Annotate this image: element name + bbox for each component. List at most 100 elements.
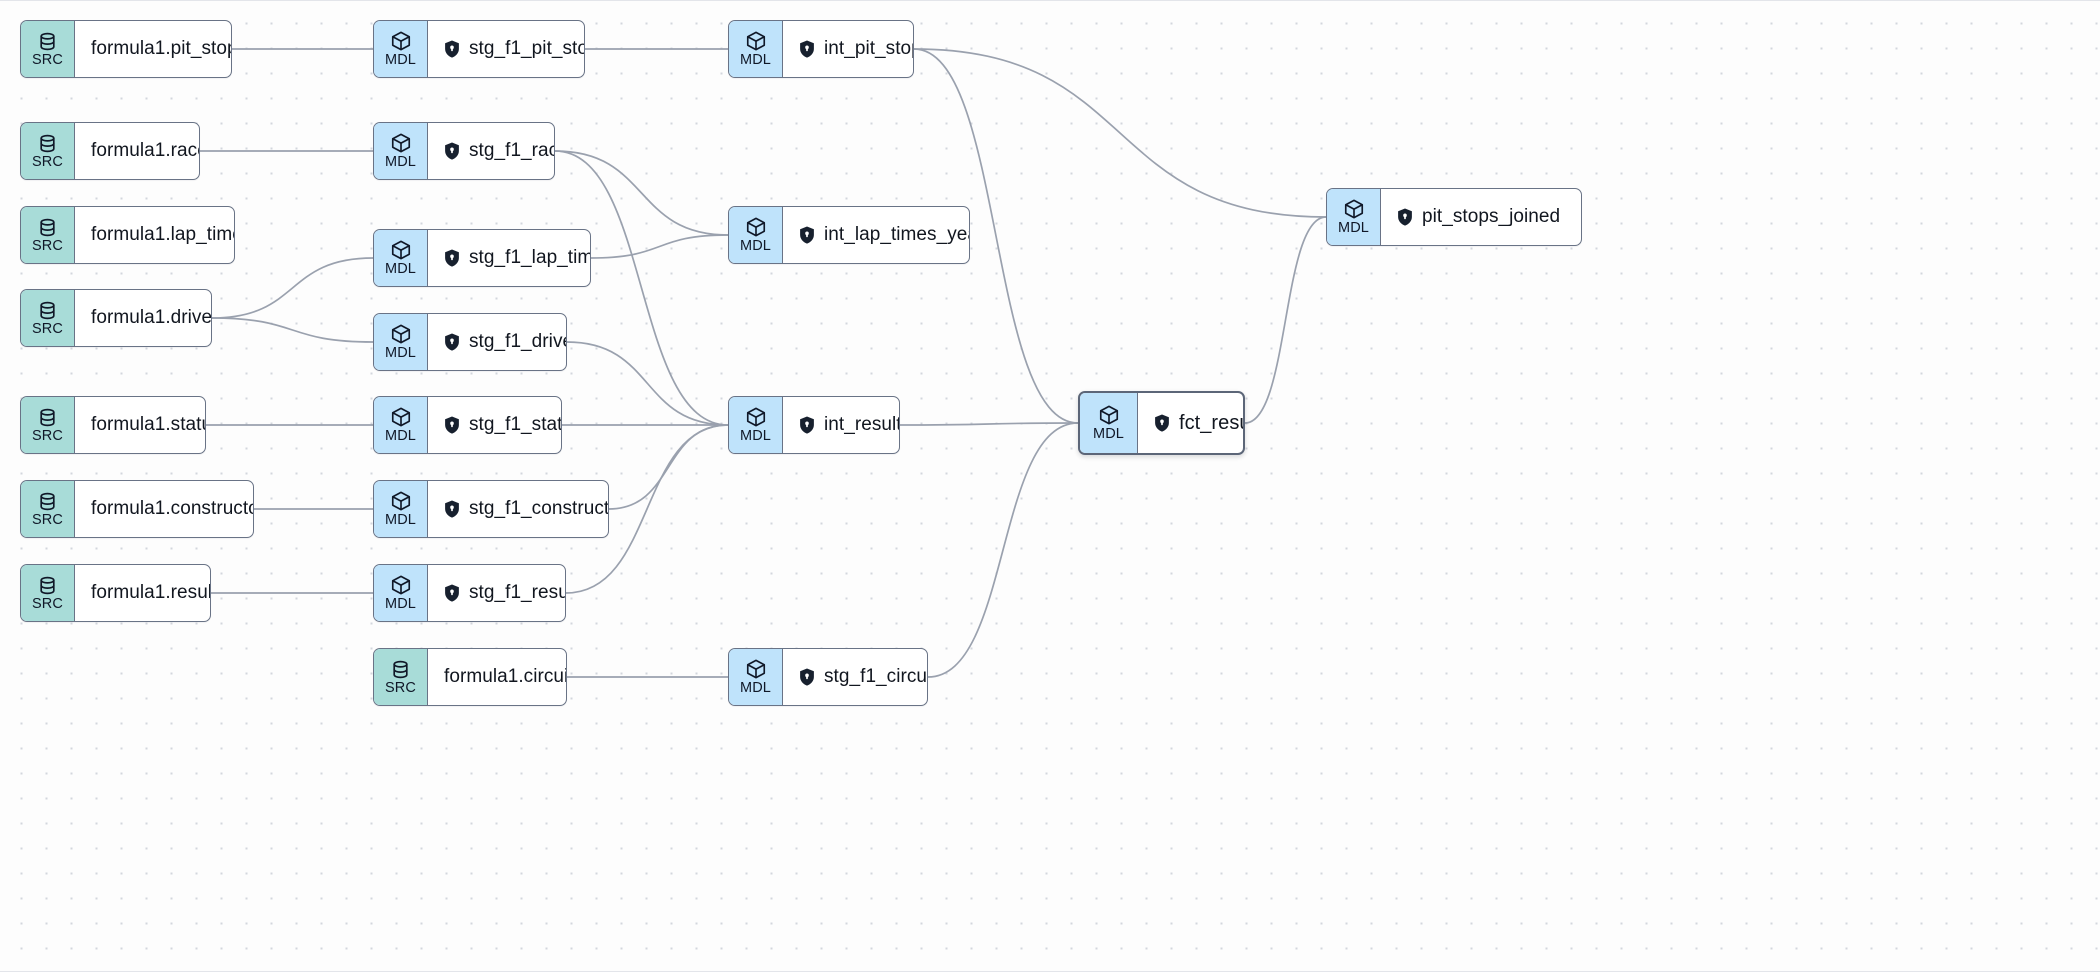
edge-int_pit_stops-to-pit_stops_joined	[913, 48, 1327, 218]
node-stg_results[interactable]: MDL stg_f1_results	[373, 564, 566, 622]
cube-icon	[1343, 198, 1365, 220]
model-type-badge: MDL	[729, 21, 783, 77]
node-type-label: SRC	[32, 427, 63, 444]
shield-lock-icon	[444, 500, 460, 518]
database-icon	[37, 31, 58, 52]
cube-icon	[745, 30, 767, 52]
source-type-badge: SRC	[21, 481, 75, 537]
edge-src_drivers-to-stg_drivers	[211, 317, 374, 343]
edge-fct_results-to-pit_stops_joined	[1244, 216, 1327, 424]
model-type-badge: MDL	[1080, 393, 1138, 453]
node-stg_status[interactable]: MDL stg_f1_status	[373, 396, 562, 454]
model-type-badge: MDL	[374, 21, 428, 77]
cube-icon	[390, 490, 412, 512]
node-body: formula1.results	[75, 565, 211, 621]
node-type-label: SRC	[32, 153, 63, 170]
node-fct_results[interactable]: MDL fct_results	[1078, 391, 1245, 455]
model-type-badge: MDL	[1327, 189, 1381, 245]
node-type-label: MDL	[385, 428, 416, 445]
edge-stg_races-to-int_lap_times_years	[554, 150, 729, 236]
edge-int_results-to-fct_results	[899, 422, 1079, 426]
shield-lock-icon	[444, 416, 460, 434]
model-type-badge: MDL	[729, 207, 783, 263]
node-body: formula1.drivers	[75, 290, 212, 346]
node-type-label: SRC	[385, 679, 416, 696]
database-icon	[37, 217, 58, 238]
shield-lock-icon	[799, 416, 815, 434]
node-stg_circuits[interactable]: MDL stg_f1_circuits	[728, 648, 928, 706]
node-body: pit_stops_joined	[1381, 189, 1581, 245]
node-src_circuits[interactable]: SRC formula1.circuits	[373, 648, 567, 706]
node-src_races[interactable]: SRC formula1.races	[20, 122, 200, 180]
node-type-label: SRC	[32, 237, 63, 254]
node-body: stg_f1_lap_times	[428, 230, 590, 286]
database-icon	[37, 491, 58, 512]
model-type-badge: MDL	[374, 397, 428, 453]
node-type-label: SRC	[32, 595, 63, 612]
node-type-label: MDL	[385, 154, 416, 171]
edge-stg_lap_times-to-int_lap_times_years	[590, 234, 729, 259]
model-type-badge: MDL	[729, 649, 783, 705]
edge-stg_drivers-to-int_results	[566, 341, 729, 426]
cube-icon	[390, 323, 412, 345]
node-type-label: MDL	[740, 680, 771, 697]
node-label: fct_results	[1179, 411, 1243, 434]
node-label: stg_f1_drivers	[469, 331, 566, 352]
node-type-label: SRC	[32, 51, 63, 68]
node-label: stg_f1_constructors	[469, 498, 609, 519]
source-type-badge: SRC	[21, 565, 75, 621]
shield-lock-icon	[444, 333, 460, 351]
node-type-label: SRC	[32, 320, 63, 337]
source-type-badge: SRC	[374, 649, 428, 705]
edge-stg_circuits-to-fct_results	[927, 422, 1079, 678]
node-type-label: MDL	[740, 428, 771, 445]
node-label: stg_f1_results	[469, 582, 565, 603]
node-stg_drivers[interactable]: MDL stg_f1_drivers	[373, 313, 567, 371]
node-body: formula1.circuits	[428, 649, 566, 705]
model-type-badge: MDL	[374, 230, 428, 286]
shield-lock-icon	[444, 142, 460, 160]
node-type-label: SRC	[32, 511, 63, 528]
cube-icon	[745, 658, 767, 680]
node-body: stg_f1_results	[428, 565, 565, 621]
node-src_status[interactable]: SRC formula1.status	[20, 396, 206, 454]
node-src_constructors[interactable]: SRC formula1.constructors	[20, 480, 254, 538]
node-label: stg_f1_circuits	[824, 666, 928, 687]
node-body: stg_f1_drivers	[428, 314, 566, 370]
shield-lock-icon	[444, 40, 460, 58]
node-body: formula1.constructors	[75, 481, 253, 537]
database-icon	[37, 300, 58, 321]
source-type-badge: SRC	[21, 123, 75, 179]
node-stg_races[interactable]: MDL stg_f1_races	[373, 122, 555, 180]
cube-icon	[390, 406, 412, 428]
node-label: formula1.results	[91, 582, 211, 603]
node-label: stg_f1_status	[469, 414, 562, 435]
node-body: formula1.status	[75, 397, 205, 453]
canvas-top-rule	[0, 0, 2100, 1]
node-label: formula1.status	[91, 414, 205, 435]
source-type-badge: SRC	[21, 207, 75, 263]
node-label: formula1.races	[91, 140, 199, 161]
node-body: formula1.races	[75, 123, 199, 179]
shield-lock-icon	[1397, 208, 1413, 226]
node-label: stg_f1_races	[469, 140, 554, 161]
model-type-badge: MDL	[374, 565, 428, 621]
node-label: formula1.drivers	[91, 307, 212, 328]
node-type-label: MDL	[385, 345, 416, 362]
node-body: int_lap_times_years	[783, 207, 969, 263]
node-src_drivers[interactable]: SRC formula1.drivers	[20, 289, 212, 347]
node-src_results[interactable]: SRC formula1.results	[20, 564, 211, 622]
edge-stg_races-to-int_results	[554, 150, 729, 426]
cube-icon	[390, 30, 412, 52]
node-type-label: MDL	[385, 596, 416, 613]
